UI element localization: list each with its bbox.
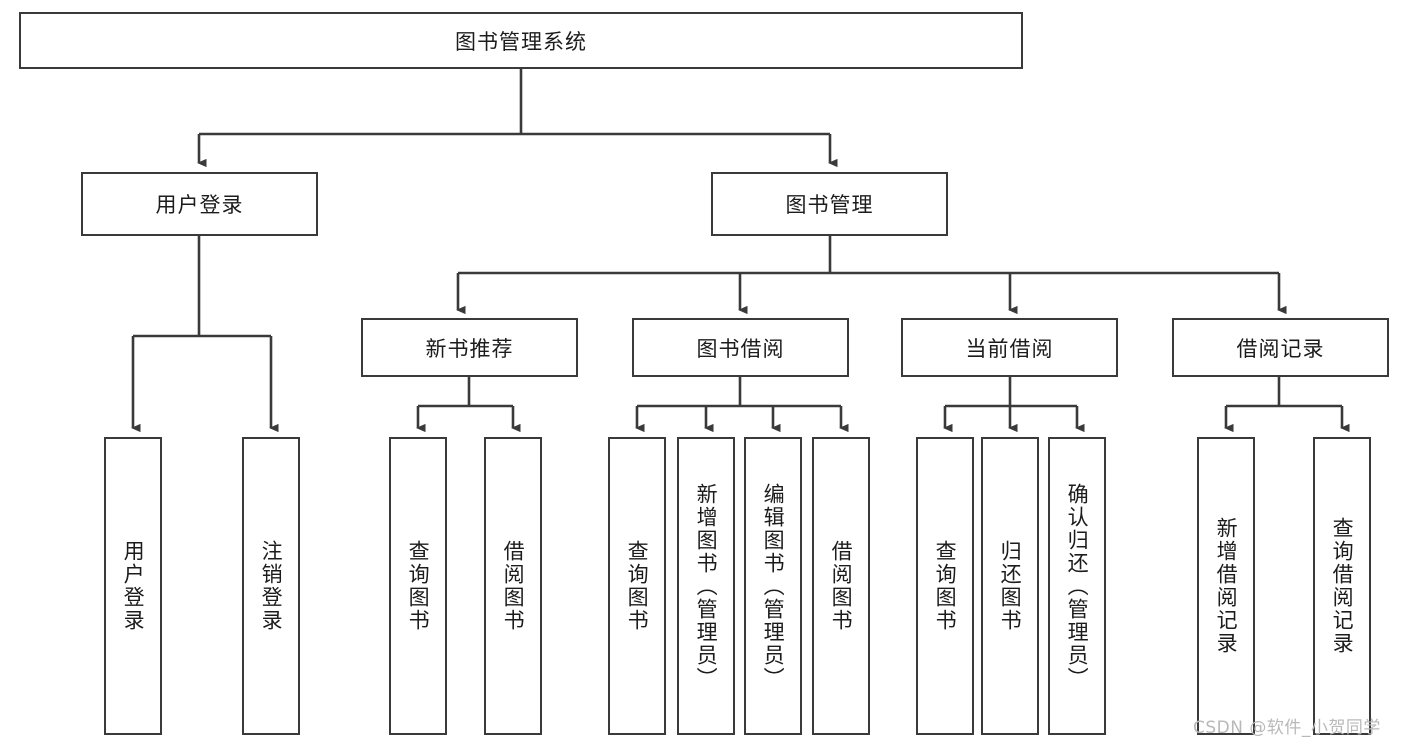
node-leaf-edit-book-admin[interactable]: 编辑图书（管理员） — [744, 437, 802, 735]
node-leaf-borrow-book-new-label: 借阅图书 — [501, 540, 526, 632]
node-book-management-label: 图书管理 — [785, 193, 874, 217]
node-book-management[interactable]: 图书管理 — [711, 172, 948, 236]
node-leaf-logout-label: 注销登录 — [259, 540, 284, 632]
node-current-borrow[interactable]: 当前借阅 — [901, 318, 1118, 377]
node-leaf-logout[interactable]: 注销登录 — [242, 437, 300, 735]
node-current-borrow-label: 当前借阅 — [965, 336, 1054, 361]
node-borrow-record[interactable]: 借阅记录 — [1172, 318, 1389, 377]
node-root-system-label: 图书管理系统 — [455, 29, 587, 54]
node-leaf-add-book-admin[interactable]: 新增图书（管理员） — [677, 437, 735, 735]
node-leaf-return-book[interactable]: 归还图书 — [981, 437, 1039, 735]
node-leaf-query-borrow-record[interactable]: 查询借阅记录 — [1313, 437, 1371, 735]
node-leaf-borrow-book-new[interactable]: 借阅图书 — [484, 437, 542, 735]
node-leaf-user-login[interactable]: 用户登录 — [104, 437, 162, 735]
node-leaf-query-book-current-label: 查询图书 — [933, 540, 958, 632]
node-book-borrow[interactable]: 图书借阅 — [632, 318, 849, 377]
node-leaf-borrow-book[interactable]: 借阅图书 — [812, 437, 870, 735]
node-leaf-add-book-admin-label: 新增图书（管理员） — [694, 482, 719, 690]
node-leaf-add-borrow-record-label: 新增借阅记录 — [1214, 517, 1239, 655]
node-new-book-recommend[interactable]: 新书推荐 — [361, 318, 578, 377]
node-leaf-query-book-current[interactable]: 查询图书 — [916, 437, 974, 735]
node-leaf-confirm-return-admin-label: 确认归还（管理员） — [1065, 482, 1090, 690]
node-leaf-edit-book-admin-label: 编辑图书（管理员） — [761, 482, 786, 690]
node-leaf-query-book-new-label: 查询图书 — [406, 540, 431, 632]
node-leaf-query-borrow-record-label: 查询借阅记录 — [1330, 517, 1355, 655]
node-leaf-return-book-label: 归还图书 — [998, 540, 1023, 632]
node-root-system[interactable]: 图书管理系统 — [19, 12, 1023, 69]
node-leaf-add-borrow-record[interactable]: 新增借阅记录 — [1197, 437, 1255, 735]
node-user-login-label: 用户登录 — [155, 193, 244, 217]
node-book-borrow-label: 图书借阅 — [696, 336, 785, 361]
node-leaf-query-book-borrow-label: 查询图书 — [625, 540, 650, 632]
node-leaf-query-book-new[interactable]: 查询图书 — [389, 437, 447, 735]
node-leaf-confirm-return-admin[interactable]: 确认归还（管理员） — [1048, 437, 1106, 735]
node-leaf-query-book-borrow[interactable]: 查询图书 — [608, 437, 666, 735]
node-user-login[interactable]: 用户登录 — [81, 172, 318, 236]
node-leaf-borrow-book-label: 借阅图书 — [829, 540, 854, 632]
node-new-book-recommend-label: 新书推荐 — [425, 336, 514, 361]
node-leaf-user-login-label: 用户登录 — [121, 540, 146, 632]
node-borrow-record-label: 借阅记录 — [1236, 336, 1325, 361]
